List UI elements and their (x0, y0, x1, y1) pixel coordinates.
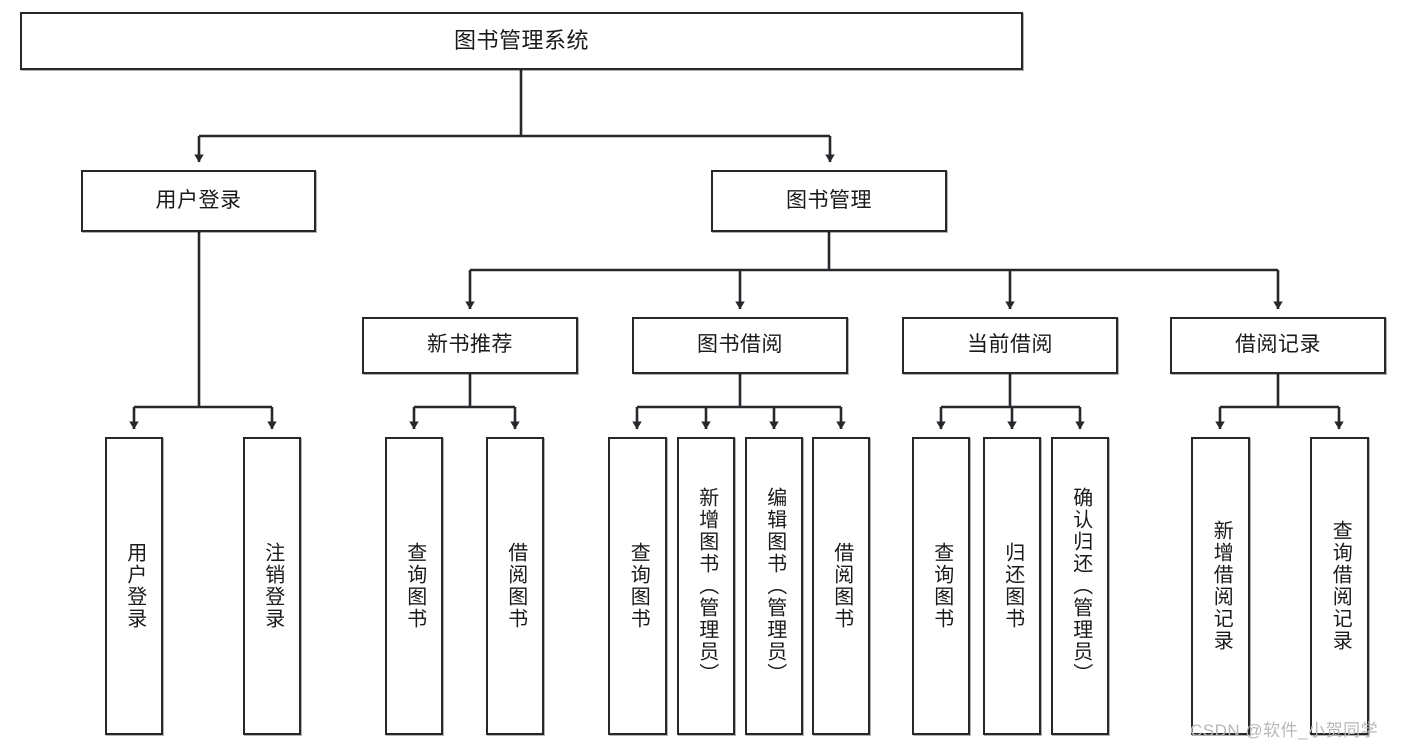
node-new-book-recommend[interactable]: 新书推荐 (362, 317, 578, 374)
node-new-book-recommend-label: 新书推荐 (427, 333, 513, 357)
node-root[interactable]: 图书管理系统 (20, 12, 1023, 70)
node-add-book-admin[interactable]: 新增图书（管理员） (677, 437, 735, 735)
node-borrow-book-2[interactable]: 借阅图书 (812, 437, 870, 735)
node-query-borrow-record[interactable]: 查询借阅记录 (1310, 437, 1369, 735)
node-add-borrow-record-label: 新增借阅记录 (1210, 520, 1233, 652)
node-user-login[interactable]: 用户登录 (81, 170, 316, 232)
node-borrow-record[interactable]: 借阅记录 (1170, 317, 1386, 374)
node-query-borrow-record-label: 查询借阅记录 (1329, 520, 1352, 652)
node-book-manage[interactable]: 图书管理 (711, 170, 947, 232)
node-user-login-label: 用户登录 (155, 188, 242, 212)
node-return-book-label: 归还图书 (1001, 542, 1024, 630)
node-book-manage-label: 图书管理 (786, 188, 872, 212)
node-root-label: 图书管理系统 (453, 27, 589, 53)
node-query-book-3[interactable]: 查询图书 (912, 437, 970, 735)
node-user-login-leaf-label: 用户登录 (123, 542, 146, 630)
node-logout-leaf-label: 注销登录 (261, 542, 284, 630)
node-user-login-leaf[interactable]: 用户登录 (105, 437, 163, 735)
node-query-book-2[interactable]: 查询图书 (608, 437, 667, 735)
node-add-borrow-record[interactable]: 新增借阅记录 (1191, 437, 1250, 735)
node-borrow-book-1-label: 借阅图书 (504, 542, 527, 630)
node-book-borrow[interactable]: 图书借阅 (632, 317, 848, 374)
node-current-borrow-label: 当前借阅 (967, 333, 1053, 357)
node-query-book-2-label: 查询图书 (627, 542, 650, 630)
node-book-borrow-label: 图书借阅 (697, 333, 783, 357)
node-borrow-book-1[interactable]: 借阅图书 (486, 437, 544, 735)
node-add-book-admin-label: 新增图书（管理员） (695, 487, 718, 685)
node-confirm-return-admin-label: 确认归还（管理员） (1069, 487, 1092, 685)
node-confirm-return-admin[interactable]: 确认归还（管理员） (1051, 437, 1109, 735)
node-query-book-1-label: 查询图书 (403, 542, 426, 630)
node-borrow-record-label: 借阅记录 (1235, 333, 1321, 357)
node-return-book[interactable]: 归还图书 (983, 437, 1041, 735)
node-edit-book-admin[interactable]: 编辑图书（管理员） (745, 437, 803, 735)
node-logout-leaf[interactable]: 注销登录 (243, 437, 301, 735)
node-query-book-3-label: 查询图书 (930, 542, 953, 630)
node-edit-book-admin-label: 编辑图书（管理员） (763, 487, 786, 685)
node-borrow-book-2-label: 借阅图书 (830, 542, 853, 630)
node-query-book-1[interactable]: 查询图书 (385, 437, 443, 735)
node-current-borrow[interactable]: 当前借阅 (902, 317, 1118, 374)
